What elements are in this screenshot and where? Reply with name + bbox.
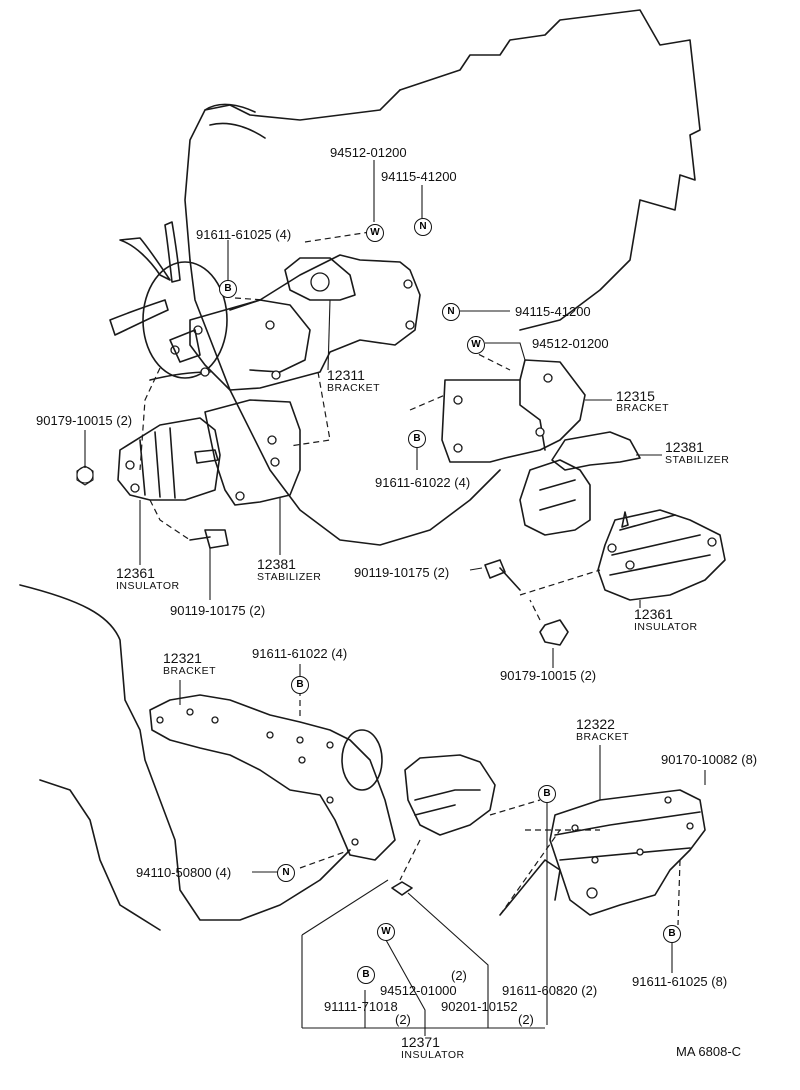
- washer-symbol: W: [377, 923, 395, 941]
- label-91611-61022-mid: 91611-61022 (4): [375, 475, 471, 490]
- bolt-symbol: B: [408, 430, 426, 448]
- label-94110-50800: 94110-50800 (4): [136, 865, 232, 880]
- label-91611-61025-8: 91611-61025 (8): [632, 974, 728, 989]
- bolt-symbol: B: [291, 676, 309, 694]
- nut-symbol: N: [442, 303, 460, 321]
- label-94115-41200-right: 94115-41200: [515, 304, 591, 319]
- label-12361-left: 12361: [116, 565, 155, 581]
- stabilizer-12381-right: [519, 431, 641, 536]
- label-qty-2-b: (2): [395, 1012, 411, 1027]
- diagram-code: MA 6808-C: [676, 1044, 742, 1059]
- bolt-symbol: B: [538, 785, 556, 803]
- bracket-12311: [169, 254, 421, 391]
- label-90179-10015-right: 90179-10015 (2): [500, 668, 597, 683]
- leader-lines: [84, 160, 706, 1036]
- label-91611-61025-4: 91611-61025 (4): [196, 227, 292, 242]
- bolt-symbol: B: [219, 280, 237, 298]
- insulator-stabilizer-left: [76, 399, 301, 549]
- label-90201-10152: 90201-10152: [441, 999, 518, 1014]
- label-insulator-12361-right: INSULATOR: [634, 621, 698, 633]
- label-91611-60820: 91611-60820 (2): [502, 983, 598, 998]
- engine-outline: [109, 9, 701, 546]
- label-12315: 12315: [616, 388, 655, 404]
- label-90179-10015-left: 90179-10015 (2): [36, 413, 133, 428]
- label-12322: 12322: [576, 716, 615, 732]
- label-bracket-12322: BRACKET: [576, 731, 630, 743]
- bracket-12322: [499, 789, 706, 916]
- label-90170-10082: 90170-10082 (8): [661, 752, 758, 767]
- label-90119-10175-right: 90119-10175 (2): [354, 565, 450, 580]
- washer-symbol: W: [366, 224, 384, 242]
- bolt-symbol: B: [663, 925, 681, 943]
- label-bracket-12311: BRACKET: [327, 382, 381, 394]
- assembly-dashed-lines: [139, 231, 681, 926]
- insulator-12371: [391, 754, 496, 896]
- label-stabilizer-12381-left: STABILIZER: [257, 571, 322, 583]
- nut-symbol: N: [414, 218, 432, 236]
- label-12321: 12321: [163, 650, 202, 666]
- label-91111-71018: 91111-71018: [324, 999, 398, 1014]
- label-94115-41200-top: 94115-41200: [381, 169, 457, 184]
- label-94512-01000: 94512-01000: [380, 983, 457, 998]
- label-qty-2-a: (2): [451, 968, 467, 983]
- washer-symbol: W: [467, 336, 485, 354]
- bracket-12321: [149, 694, 396, 861]
- label-12381-right: 12381: [665, 439, 704, 455]
- label-90119-10175-left: 90119-10175 (2): [170, 603, 266, 618]
- label-stabilizer-12381-right: STABILIZER: [665, 454, 730, 466]
- label-12311: 12311: [327, 367, 365, 383]
- label-bracket-12321: BRACKET: [163, 665, 217, 677]
- label-12381-left: 12381: [257, 556, 296, 572]
- label-12361-right: 12361: [634, 606, 673, 622]
- bolt-symbol: B: [357, 966, 375, 984]
- label-bracket-12315: BRACKET: [616, 402, 670, 414]
- bracket-12315: [441, 359, 586, 463]
- fasteners-middle: [484, 559, 569, 646]
- label-insulator-12361-left: INSULATOR: [116, 580, 180, 592]
- insulator-12361-right: [597, 509, 726, 601]
- transmission-outline: [19, 584, 351, 931]
- label-qty-2-c: (2): [518, 1012, 534, 1027]
- label-insulator-12371: INSULATOR: [401, 1049, 465, 1061]
- label-12371: 12371: [401, 1034, 440, 1050]
- label-94512-01200-top: 94512-01200: [330, 145, 407, 160]
- nut-symbol: N: [277, 864, 295, 882]
- label-94512-01200-right: 94512-01200: [532, 336, 609, 351]
- label-91611-61022-lower: 91611-61022 (4): [252, 646, 348, 661]
